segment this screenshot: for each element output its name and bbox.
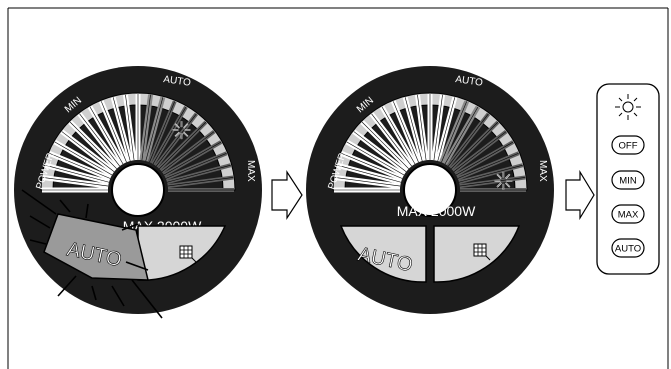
remote-button-min-label: MIN <box>619 176 637 187</box>
remote-button-off-label: OFF <box>619 141 638 152</box>
hub <box>112 164 164 216</box>
remote-button-max[interactable]: MAX <box>612 205 644 223</box>
label-max: MAX <box>537 160 548 182</box>
arrow-right-icon <box>566 172 594 218</box>
control-dial-auto-press: POWER MIN AUTO MAX MAX 2000W AUTO <box>14 66 262 318</box>
remote-button-auto[interactable]: AUTO <box>612 239 644 257</box>
rating-text: MAX 2000W <box>397 203 476 219</box>
arrow-right-icon <box>272 172 302 218</box>
remote-control: OFF MIN MAX AUTO <box>597 84 659 274</box>
label-max: MAX <box>245 160 256 182</box>
remote-button-min[interactable]: MIN <box>612 171 644 189</box>
control-dial-auto-level: POWER MIN AUTO MAX MAX 2000W AUTO <box>306 66 554 314</box>
remote-button-off[interactable]: OFF <box>612 136 644 154</box>
remote-button-max-label: MAX <box>618 210 639 221</box>
remote-button-auto-label: AUTO <box>615 244 641 255</box>
